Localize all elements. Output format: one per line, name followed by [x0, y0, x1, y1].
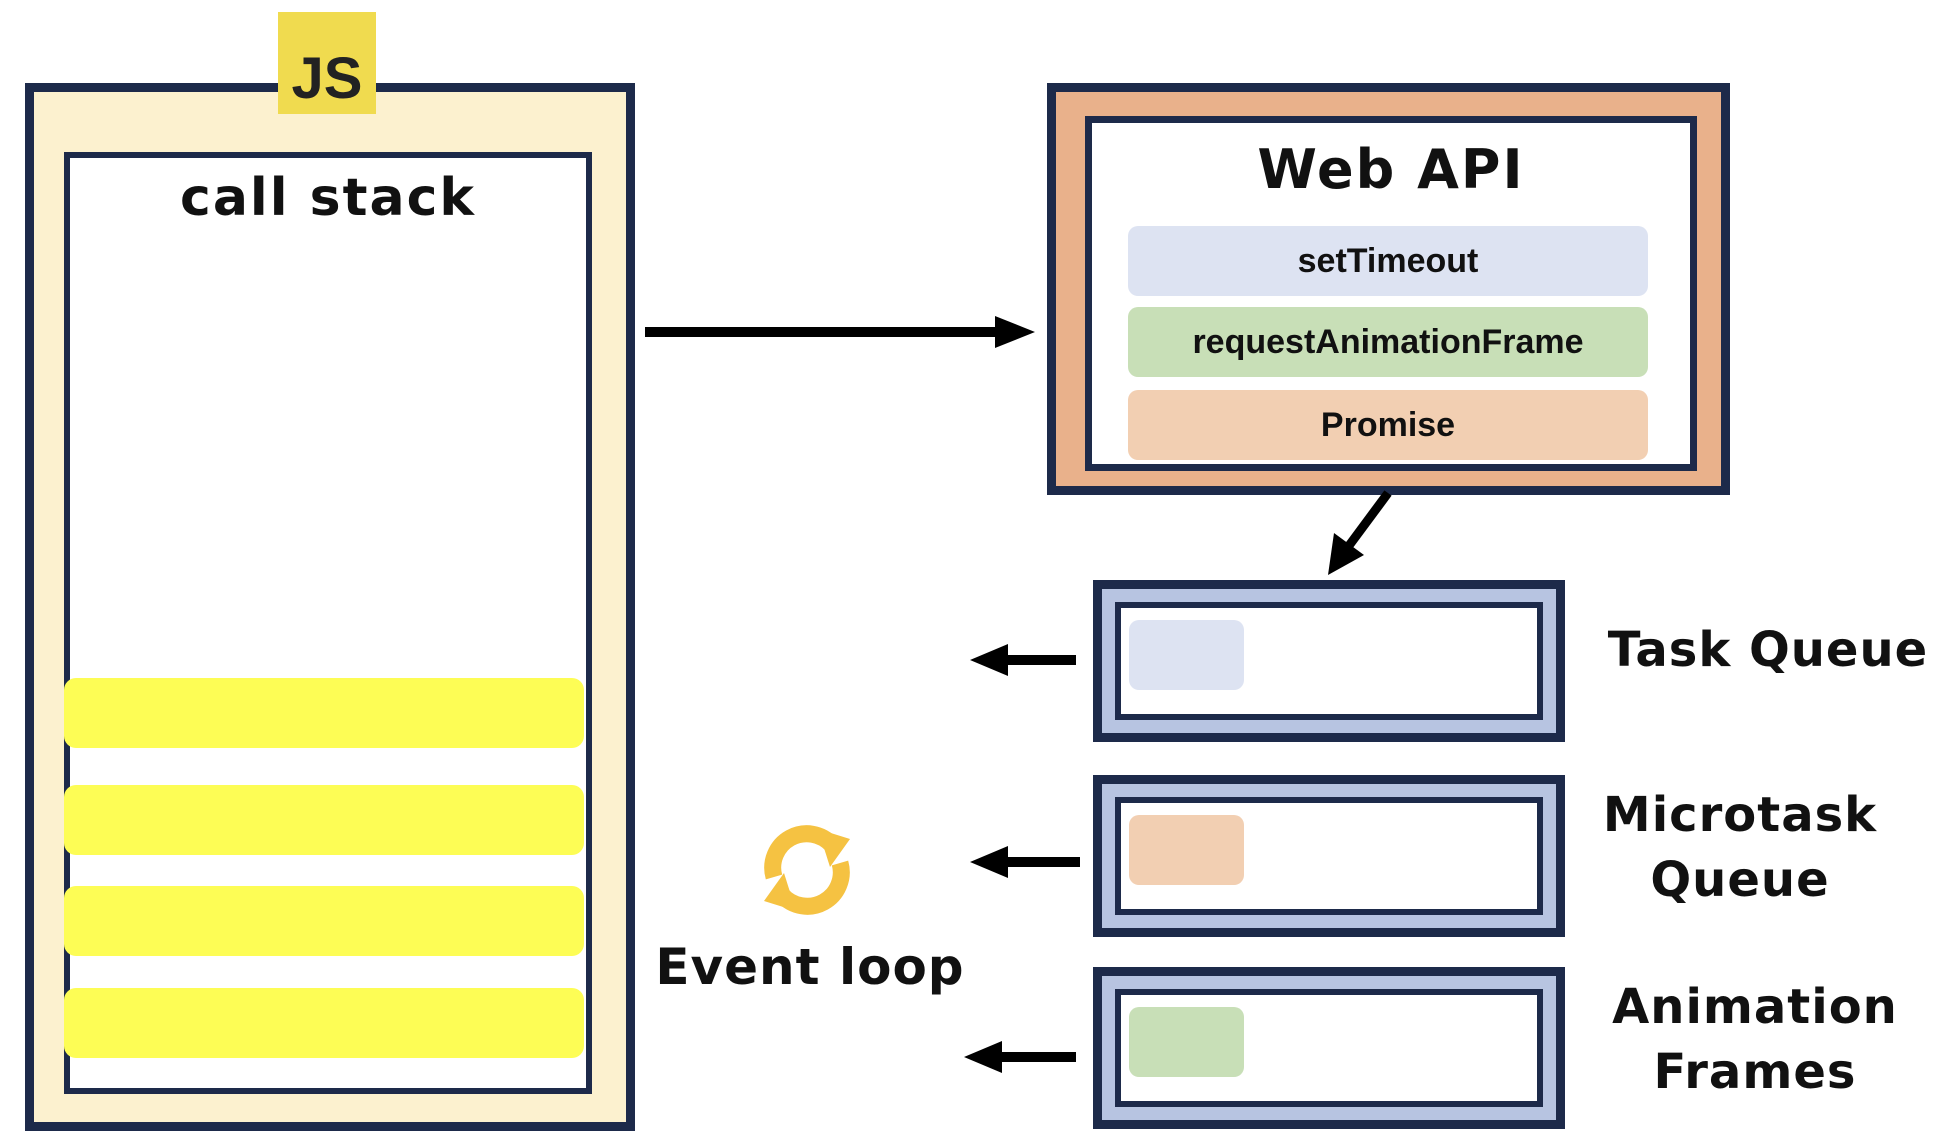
animation-frames-queue	[1093, 967, 1565, 1129]
api-promise: Promise	[1128, 390, 1648, 460]
call-stack-title: call stack	[180, 168, 476, 228]
web-api-title: Web API	[1257, 138, 1525, 201]
refresh-icon	[764, 825, 850, 915]
task-queue-item	[1129, 620, 1244, 690]
arrow-task-queue-out	[970, 644, 1076, 676]
task-queue-label: Task Queue	[1607, 622, 1929, 678]
api-settimeout: setTimeout	[1128, 226, 1648, 296]
animation-frames-label: Animation Frames	[1612, 979, 1898, 1100]
microtask-queue-slot	[1115, 797, 1543, 915]
stack-frame	[64, 988, 584, 1058]
arrow-to-queues	[1328, 490, 1392, 575]
stack-frame	[64, 785, 584, 855]
microtask-queue-item	[1129, 815, 1244, 885]
stack-frame	[64, 886, 584, 956]
task-queue	[1093, 580, 1565, 742]
js-logo: JS	[278, 12, 376, 114]
stack-frame	[64, 678, 584, 748]
animation-frames-item	[1129, 1007, 1244, 1077]
arrow-to-web-api	[645, 316, 1035, 348]
microtask-queue	[1093, 775, 1565, 937]
animation-frames-slot	[1115, 989, 1543, 1107]
microtask-queue-label: Microtask Queue	[1602, 787, 1878, 908]
arrow-animation-frames-out	[964, 1041, 1076, 1073]
event-loop-label: Event loop	[655, 938, 965, 996]
task-queue-slot	[1115, 602, 1543, 720]
arrow-microtask-queue-out	[970, 846, 1080, 878]
api-requestanimationframe: requestAnimationFrame	[1128, 307, 1648, 377]
